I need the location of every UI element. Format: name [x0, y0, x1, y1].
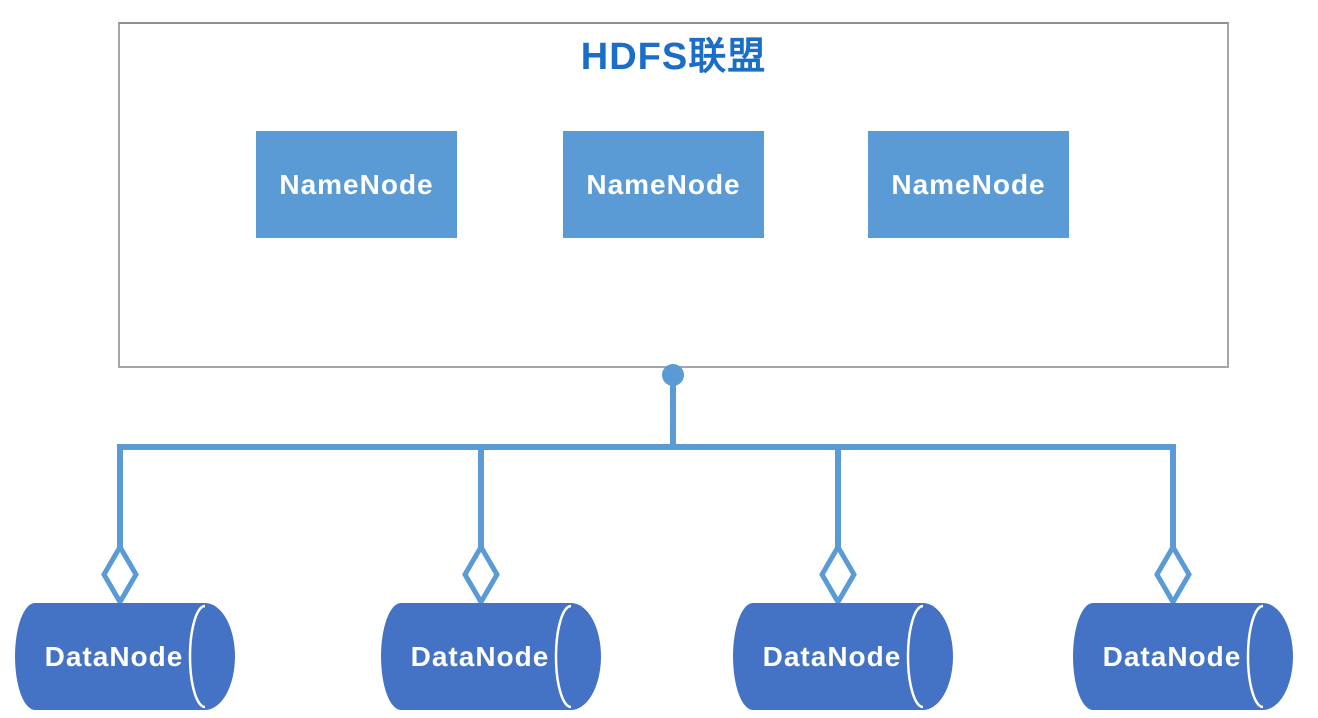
- hollow-diamond-icon: [1154, 542, 1192, 607]
- datanode-node-1: DataNode: [15, 603, 235, 710]
- datanode-label: DataNode: [44, 640, 184, 672]
- cylinder-shape: [15, 603, 235, 710]
- diagram-title: HDFS联盟: [580, 36, 767, 78]
- datanode-node-2: DataNode: [381, 603, 601, 710]
- cylinder-icon: [15, 603, 235, 710]
- hollow-diamond-icon: [101, 542, 139, 607]
- datanode-label: DataNode: [410, 640, 550, 672]
- cylinder-rim: [906, 604, 924, 709]
- cylinder-shape: [1073, 603, 1293, 710]
- namenode-box-2: NameNode: [563, 131, 764, 238]
- cylinder-icon: [1073, 603, 1293, 710]
- hollow-diamond-icon: [462, 542, 500, 607]
- cylinder-icon: [733, 603, 953, 710]
- namenode-label: NameNode: [279, 168, 434, 200]
- cylinder-icon: [381, 603, 601, 710]
- hollow-diamond-icon: [819, 542, 857, 607]
- cylinder-rim: [554, 604, 572, 709]
- cylinder-rim: [1246, 604, 1264, 709]
- connector-bus: [117, 444, 1176, 547]
- datanode-node-4: DataNode: [1073, 603, 1293, 710]
- namenode-box-3: NameNode: [868, 131, 1069, 238]
- namenode-label: NameNode: [891, 168, 1046, 200]
- datanode-label: DataNode: [1102, 640, 1242, 672]
- datanode-label: DataNode: [762, 640, 902, 672]
- cylinder-shape: [381, 603, 601, 710]
- connector-tree: [101, 364, 1192, 607]
- circle-junction-icon: [662, 364, 684, 386]
- cylinder-rim: [188, 604, 206, 709]
- namenode-label: NameNode: [586, 168, 741, 200]
- namenode-box-1: NameNode: [256, 131, 457, 238]
- datanode-node-3: DataNode: [733, 603, 953, 710]
- cylinder-shape: [733, 603, 953, 710]
